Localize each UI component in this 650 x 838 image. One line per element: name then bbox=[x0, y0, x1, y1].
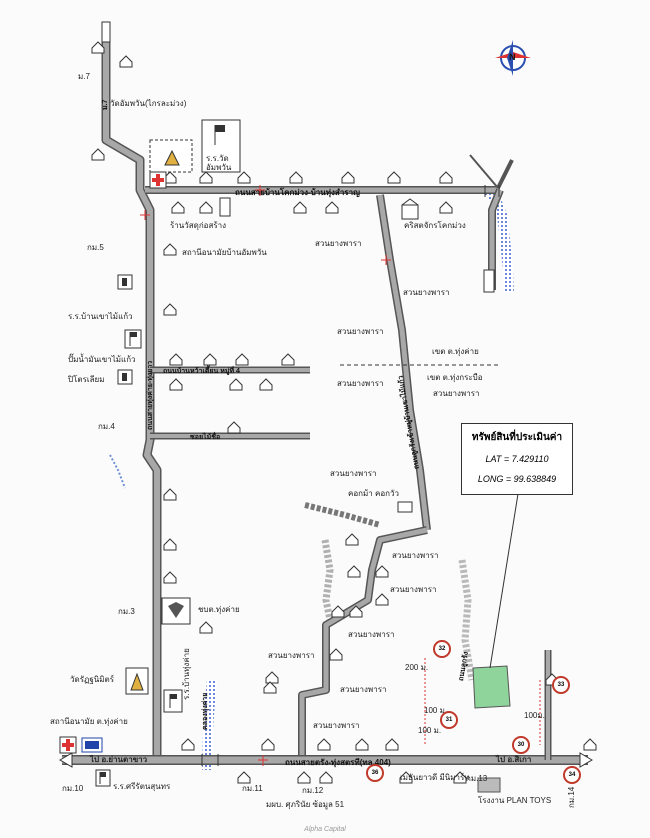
label-moo14: กม.14 bbox=[567, 786, 576, 808]
label-moo5: กม.5 bbox=[87, 243, 104, 252]
label-moo3: กม.3 bbox=[118, 607, 135, 616]
compass-icon bbox=[495, 40, 531, 76]
gas-station-icons bbox=[117, 274, 133, 385]
label-rubber3: สวนยางพารา bbox=[337, 327, 384, 336]
temple-bottom-icon bbox=[125, 667, 149, 695]
label-church: คริสตจักรโคกม่วง bbox=[404, 221, 466, 230]
label-health-bottom: สถานีอนามัย ต.ทุ่งค่าย bbox=[50, 717, 128, 726]
side-road-label: ซอยไม้ชื่อ bbox=[190, 434, 221, 441]
label-wat-bottom: วัดรัฏฐนิมิตร์ bbox=[70, 675, 115, 684]
label-boundary2: เขต ต.ทุ่งกระบือ bbox=[427, 373, 483, 382]
route-sign-32: 32 bbox=[433, 640, 451, 658]
school-bottom-icon bbox=[95, 689, 183, 787]
label-gas2: ปิโตรเลียม bbox=[68, 375, 105, 384]
road-network bbox=[62, 40, 588, 765]
callout-title: ทรัพย์สินที่ประเมินค่า bbox=[471, 432, 563, 443]
label-rubber8: สวนยางพารา bbox=[348, 630, 395, 639]
label-rubber10: สวนยางพารา bbox=[340, 685, 387, 694]
stream-left bbox=[109, 454, 126, 489]
junction-ticks bbox=[140, 185, 391, 766]
label-fac2: เมธันยาวดี มีนิมาร์ท bbox=[400, 773, 470, 782]
hospital-cross-icon bbox=[59, 171, 167, 754]
label-dist100b: 100 ม. bbox=[418, 726, 442, 735]
left-vertical-road-label: ถนนสายทุ่งค่าย-ทุ่งยาว bbox=[147, 360, 154, 430]
top-road-label: ถนนสายบ้านโคกม่วง-บ้านทุ่งสำราญ bbox=[235, 188, 360, 197]
canal-label: คลองทุ่งค่าย bbox=[202, 692, 209, 730]
stream-mid bbox=[321, 539, 334, 621]
label-wat-temple: วัดอัมพวัน(ไกรละม่วง) bbox=[110, 99, 187, 108]
label-dist100a: 100 ม. bbox=[424, 706, 448, 715]
label-boundary1: เขต ต.ทุ่งค่าย bbox=[432, 347, 479, 356]
label-school-left: ร.ร.บ้านเขาไม้แก้ว bbox=[68, 312, 133, 321]
temple-wat-icon bbox=[149, 139, 193, 173]
label-rubber-nb: ชบต.ทุ่งค่าย bbox=[198, 605, 240, 614]
church-icon bbox=[401, 198, 419, 220]
callout-lat: LAT = 7.429110 bbox=[485, 454, 549, 464]
label-school-bottom: ร.ร.ศรีรัตนสุนทร bbox=[113, 782, 171, 791]
school-left-icon bbox=[124, 329, 142, 349]
label-moo11: กม.11 bbox=[242, 784, 263, 793]
property-plot bbox=[472, 665, 511, 709]
stream-right bbox=[458, 559, 476, 681]
label-cattle: คอกม้า คอกวัว bbox=[348, 489, 399, 498]
label-dist200: 200 ม. bbox=[405, 663, 429, 672]
route-sign-36: 36 bbox=[366, 764, 384, 782]
label-moo13: กม.13 bbox=[466, 774, 488, 783]
label-fac3: โรงงาน PLAN TOYS bbox=[478, 796, 552, 805]
label-dist100c: 100ม. bbox=[524, 711, 545, 720]
label-rubber6: สวนยางพารา bbox=[392, 551, 439, 560]
school-flag-icon bbox=[201, 119, 241, 173]
label-moo7: ม.7 bbox=[78, 72, 90, 81]
label-rubber-center: สวนยางพารา bbox=[330, 469, 377, 478]
police-box-icon bbox=[81, 737, 103, 753]
canal-left-bottom bbox=[202, 679, 217, 771]
label-moo12: กม.12 bbox=[302, 786, 324, 795]
route-sign-33: 33 bbox=[552, 676, 570, 694]
label-rubber2: สวนยางพารา bbox=[403, 288, 450, 297]
compass-letter: N bbox=[509, 52, 516, 62]
label-moo4: กม.4 bbox=[98, 422, 115, 431]
label-hospital-small: ร.ร.บ้านทุ่งค่าย bbox=[182, 648, 191, 700]
route-sign-31: 31 bbox=[440, 711, 458, 729]
label-health-station: สถานีอนามัยบ้านอัมพวัน bbox=[182, 248, 267, 257]
label-road-yan: ไป อ.ย่านตาขาว bbox=[90, 755, 148, 764]
label-gas1: ปั๊มน้ำมันเขาไม้แก้ว bbox=[68, 355, 136, 364]
label-store: ร้านวัสดุก่อสร้าง bbox=[170, 221, 227, 230]
property-callout: ทรัพย์สินที่ประเมินค่า LAT = 7.429110 LO… bbox=[461, 423, 573, 495]
bridge-marks bbox=[201, 185, 500, 766]
road-end-arrows bbox=[59, 21, 593, 768]
callout-long: LONG = 99.638849 bbox=[477, 474, 557, 484]
distance-markers bbox=[424, 658, 541, 745]
label-rubber7: สวนยางพารา bbox=[390, 585, 437, 594]
label-rubber4: สวนยางพารา bbox=[337, 379, 384, 388]
label-road-right: ไป อ.สิเกา bbox=[496, 755, 532, 764]
branch-road-label: ถนนบ้านหว้าเตี้ยน หมู่ที่ 4 bbox=[163, 368, 240, 375]
government-office-icon bbox=[161, 597, 191, 625]
label-rubber1: สวนยางพารา bbox=[315, 239, 362, 248]
label-fac1: มผบ. ศุภรินัย ซ้อมูล 51 bbox=[266, 800, 345, 809]
factory-icon bbox=[477, 777, 501, 793]
cattle-pen-icon bbox=[397, 501, 413, 513]
main-road-label: ถนนสายตรัง-ทุ่งสตรที(ทล.404) bbox=[285, 758, 391, 767]
route-sign-30: 30 bbox=[512, 736, 530, 754]
label-school-wat2: อัมพวัน bbox=[206, 163, 232, 172]
label-rubber9: สวนยางพารา bbox=[268, 651, 315, 660]
shop-icon bbox=[219, 197, 231, 217]
label-school-wat: ร.ร.วัด bbox=[206, 154, 229, 163]
label-rubber11: สวนยางพารา bbox=[313, 721, 360, 730]
footer-watermark: Alpha Capital bbox=[304, 826, 346, 833]
label-moo10: กม.10 bbox=[62, 784, 84, 793]
route-sign-34: 34 bbox=[563, 766, 581, 784]
callout-pointer bbox=[489, 493, 519, 669]
label-rubber5: สวนยางพารา bbox=[433, 389, 480, 398]
